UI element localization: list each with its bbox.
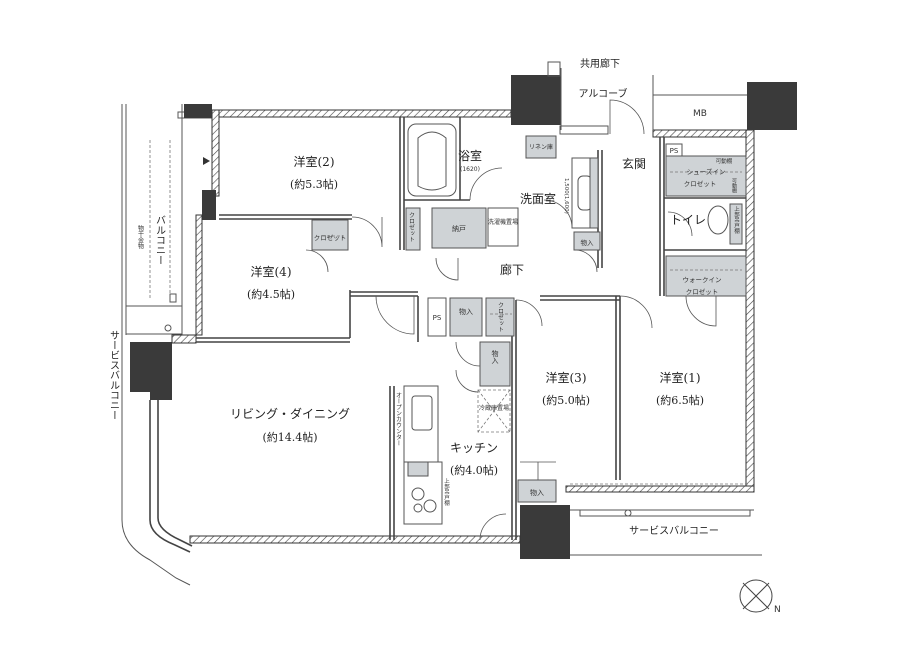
walk-in-box	[665, 255, 747, 297]
entrance-exterior	[559, 68, 747, 135]
closet-w2-box	[405, 207, 421, 251]
room-area-western3: (約5.0帖)	[542, 393, 590, 407]
label-storage-w3: 物入	[530, 488, 544, 497]
label-linen: リネン庫	[529, 143, 553, 151]
label-storage-kitchen: 物入	[491, 349, 499, 364]
room-name-western2: 洋室(2)	[294, 154, 335, 169]
label-ps-top: PS	[670, 147, 679, 155]
label-wash-dim: 1,500(1,600)	[563, 178, 569, 214]
label-closet-mid: クロゼット	[497, 302, 504, 332]
label-walk-in-closet: クロゼット	[686, 287, 719, 296]
label-kitchen-upper: 上部吊戸棚	[443, 477, 450, 507]
label-fridge: 冷蔵庫置場	[479, 404, 509, 412]
room-name-corridor: 廊下	[500, 262, 524, 277]
label-movable-shelf2: 可動棚	[731, 178, 737, 194]
compass: N	[739, 579, 781, 615]
label-movable-shelf: 可動棚	[716, 157, 733, 165]
doors	[305, 167, 717, 541]
room-name-western1: 洋室(1)	[660, 370, 701, 385]
exterior-labels: 共用廊下 アルコーブ MB バルコニー 物干金物 サービスバルコニー サービスバ…	[108, 57, 719, 537]
label-alcove: アルコーブ	[578, 87, 627, 100]
label-closet-w4: クロゼット	[314, 233, 347, 242]
room-name-bath: 浴室	[458, 148, 482, 163]
ps-mid-box	[427, 297, 447, 337]
room-area-western2: (約5.3帖)	[290, 177, 338, 191]
room-area-kitchen: (約4.0帖)	[450, 463, 498, 477]
label-open-counter: オープンカウンター	[395, 392, 402, 446]
upper-cabinet-box	[729, 203, 743, 245]
room-area-living: (約14.4帖)	[262, 430, 317, 444]
label-nando: 納戸	[452, 224, 466, 233]
closet-mid-box	[485, 297, 515, 337]
room-size-bath: (1620)	[460, 166, 480, 173]
ps-top-box	[665, 143, 683, 157]
label-washer: 洗濯機置場	[488, 218, 518, 226]
room-name-living: リビング・ダイニング	[230, 406, 350, 421]
label-shoes-closet: クロゼット	[684, 179, 717, 188]
room-labels: 洋室(2) (約5.3帖) 洋室(4) (約4.5帖) 洋室(3) (約5.0帖…	[230, 148, 706, 477]
storage-wash-box	[573, 231, 601, 251]
room-name-western4: 洋室(4)	[251, 264, 292, 279]
storage-units	[311, 135, 747, 503]
label-balcony: バルコニー	[154, 215, 166, 265]
room-name-toilet: トイレ	[670, 213, 706, 227]
closet-w4-box	[311, 219, 349, 251]
storage-hall-box	[449, 297, 483, 337]
room-name-entrance: 玄関	[622, 156, 646, 171]
label-common-corridor: 共用廊下	[580, 57, 620, 70]
label-balcony-sub: 物干金物	[137, 224, 144, 250]
shoes-closet-box	[665, 155, 747, 197]
label-upper-cabinet: 上部吊戸棚	[733, 205, 740, 235]
label-closet-w2: クロゼット	[408, 212, 415, 242]
storage-labels: クロゼット クロゼット 納戸 洗濯機置場 リネン庫 物入 物入 クロゼット 物入…	[314, 143, 740, 507]
nando-box	[431, 207, 487, 249]
label-service-balcony-left: サービスバルコニー	[108, 330, 120, 420]
label-storage-hall: 物入	[459, 307, 473, 316]
label-service-balcony-bottom: サービスバルコニー	[629, 525, 719, 537]
storage-w3-box	[517, 479, 557, 503]
compass-north-label: N	[774, 605, 781, 615]
linen-box	[525, 135, 557, 159]
room-name-kitchen: キッチン	[450, 441, 498, 455]
label-mb: MB	[693, 109, 707, 119]
label-walk-in: ウォークイン	[683, 276, 722, 284]
label-ps-mid: PS	[433, 314, 442, 322]
storage-kitchen-box	[479, 341, 511, 387]
room-area-western1: (約6.5帖)	[656, 393, 704, 407]
outer-walls	[130, 61, 797, 559]
room-name-western3: 洋室(3)	[546, 370, 587, 385]
washer-box	[487, 207, 519, 247]
room-name-washroom: 洗面室	[520, 191, 556, 206]
label-storage-wash: 物入	[581, 238, 595, 247]
room-area-western4: (約4.5帖)	[247, 287, 295, 301]
label-shoes-in: シューズイン	[687, 167, 726, 176]
